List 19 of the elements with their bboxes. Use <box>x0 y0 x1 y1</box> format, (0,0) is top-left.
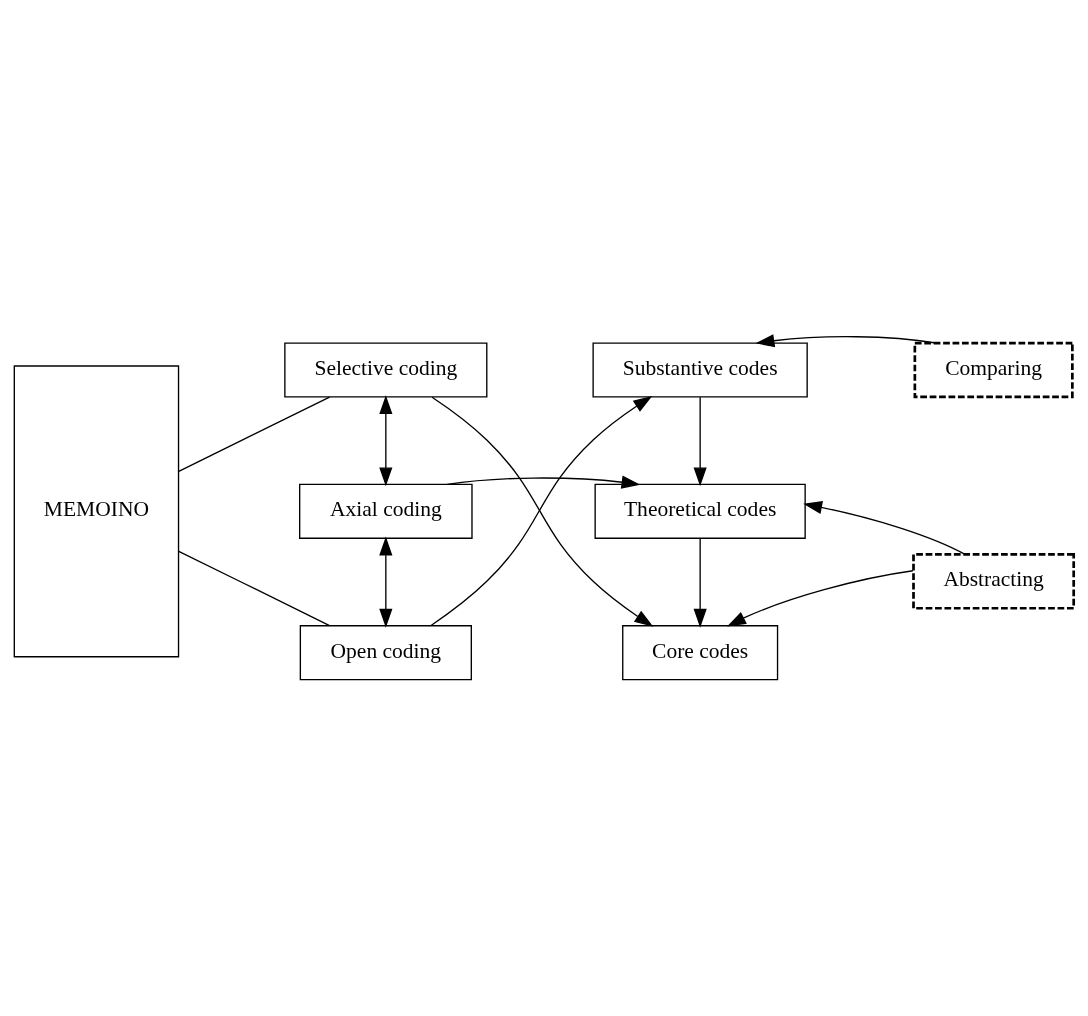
arrow <box>379 395 393 487</box>
node-box: Abstracting <box>912 553 1076 610</box>
arrow <box>803 500 966 556</box>
arrow <box>693 537 707 628</box>
arrow <box>446 475 641 489</box>
node-box: Theoretical codes <box>594 483 806 539</box>
node-box: Axial coding <box>299 483 473 539</box>
arrow <box>727 570 914 627</box>
arrow <box>755 334 937 348</box>
node-box: Selective coding <box>284 342 488 398</box>
connector <box>178 550 331 627</box>
node-box: MEMOINO <box>13 365 180 658</box>
node-box: Core codes <box>622 625 779 681</box>
node-box: Substantive codes <box>592 342 808 398</box>
arrow <box>379 536 393 628</box>
node-box: Open coding <box>299 625 472 681</box>
arrow <box>693 396 707 487</box>
connector <box>178 396 331 473</box>
node-box: Comparing <box>913 341 1074 399</box>
